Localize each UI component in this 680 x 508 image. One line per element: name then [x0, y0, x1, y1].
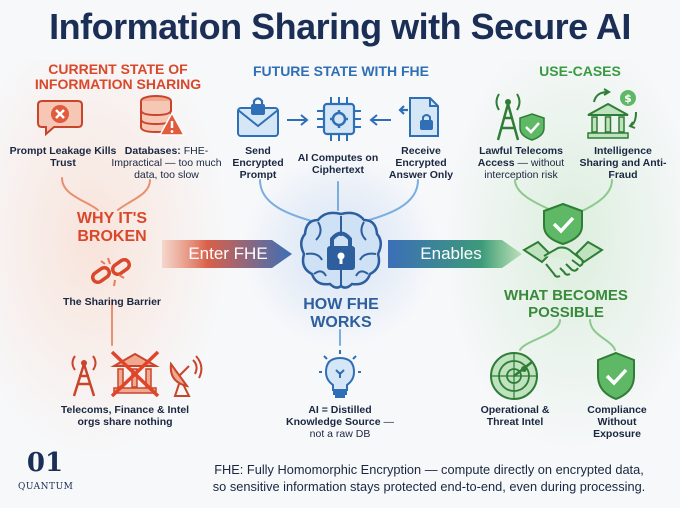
- distilled-knowledge-label: AI = Distilled Knowledge Source — not a …: [280, 404, 400, 440]
- sharing-barrier-label: The Sharing Barrier: [62, 296, 162, 308]
- section-current-state: CURRENT STATE OF INFORMATION SHARING: [34, 61, 202, 93]
- tower-shield-icon: [495, 93, 545, 141]
- brain-lock-icon: [300, 211, 382, 289]
- ai-computes-label: AI Computes on Ciphertext: [297, 152, 379, 177]
- what-becomes-possible-heading: WHAT BECOMES POSSIBLE: [504, 287, 628, 321]
- arrow-left-small-icon: [369, 114, 391, 126]
- why-broken-heading: WHY IT'S BROKEN: [76, 210, 148, 245]
- chat-bubble-x-icon: [37, 100, 83, 137]
- radar-target-icon: [490, 352, 538, 400]
- prompt-leakage-label: Prompt Leakage Kills Trust: [9, 145, 117, 170]
- encrypted-document-reply-icon: [398, 97, 439, 137]
- enter-fhe-label: Enter FHE: [188, 244, 268, 263]
- page-title: Information Sharing with Secure AI: [49, 6, 631, 47]
- shield-check-icon: [597, 351, 635, 401]
- footer-line-1: FHE: Fully Homomorphic Encryption — comp…: [214, 462, 644, 477]
- handshake-shield-icon: [522, 202, 604, 278]
- bank-money-exchange-icon: $: [587, 88, 637, 139]
- cell-tower-icon: [71, 355, 97, 397]
- cpu-chip-icon: [317, 97, 361, 141]
- intelligence-sharing-label: Intelligence Sharing and Anti-Fraud: [579, 145, 667, 182]
- send-encrypted-label: Send Encrypted Prompt: [232, 145, 284, 182]
- databases-label-rest: FHE-Impractical — too much data, too slo…: [111, 145, 222, 182]
- bank-crossed-icon: [110, 350, 160, 398]
- lawful-telecoms-label: Lawful Telecoms Access — without interce…: [462, 145, 580, 181]
- satellite-dish-icon: [169, 355, 203, 397]
- operational-threat-intel-label: Operational & Threat Intel: [480, 404, 550, 429]
- svg-text:$: $: [624, 92, 632, 105]
- receive-encrypted-label: Receive Encrypted Answer Only: [388, 145, 454, 182]
- enter-fhe-arrow: [162, 240, 292, 268]
- 01-quantum-logo: 01 QUANTUM: [18, 448, 74, 500]
- logo-name: QUANTUM: [18, 482, 74, 492]
- section-future-state: FUTURE STATE WITH FHE: [252, 63, 430, 79]
- how-fhe-works-heading: HOW FHE WORKS: [303, 296, 379, 331]
- footer-definition: FHE: Fully Homomorphic Encryption — comp…: [190, 462, 668, 495]
- lawful-telecoms-bold: Lawful Telecoms Access: [477, 145, 563, 170]
- enables-arrow: [388, 240, 522, 268]
- compliance-label: Compliance Without Exposure: [587, 404, 647, 441]
- databases-label-bold: Databases:: [124, 145, 181, 157]
- databases-label: Databases: FHE-Impractical — too much da…: [104, 145, 229, 181]
- footer-line-2: so sensitive information stays protected…: [212, 478, 646, 494]
- logo-number: 01: [26, 448, 64, 478]
- encrypted-envelope-icon: [237, 97, 279, 137]
- arrow-right-small-icon: [287, 114, 309, 126]
- section-use-cases: USE-CASES: [539, 63, 621, 79]
- distilled-knowledge-bold: AI = Distilled Knowledge Source: [286, 404, 381, 429]
- orgs-share-nothing-label: Telecoms, Finance & Intel orgs share not…: [60, 404, 190, 429]
- enables-label: Enables: [420, 244, 482, 263]
- broken-chain-icon: [90, 257, 132, 287]
- lawful-telecoms-rest: — without interception risk: [484, 157, 565, 182]
- database-warning-icon: [140, 95, 186, 136]
- distilled-knowledge-rest: — not a raw DB: [309, 416, 394, 441]
- lightbulb-icon: [319, 350, 361, 398]
